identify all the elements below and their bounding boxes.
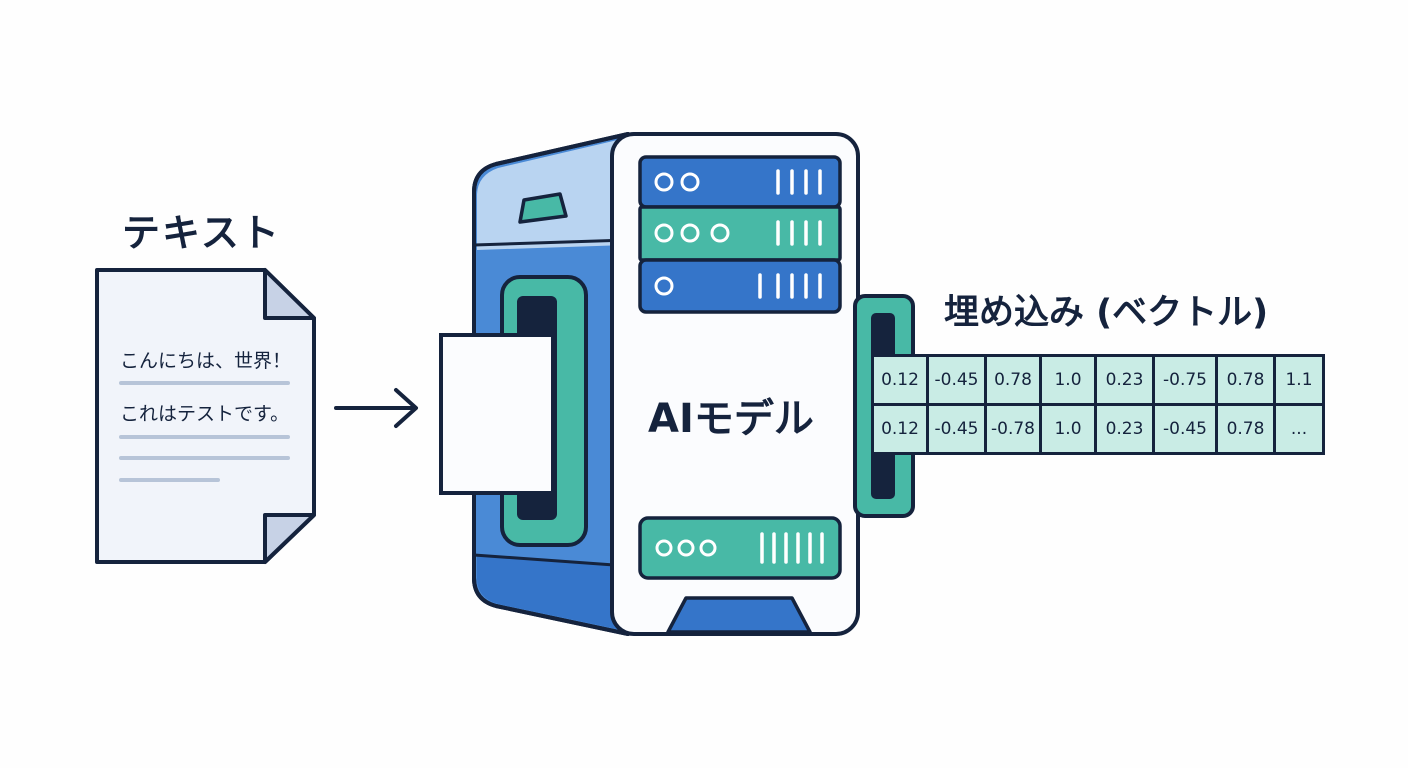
document-line-2: これはテストです。 xyxy=(120,403,290,425)
rack-unit xyxy=(638,205,842,262)
embedding-label: 埋め込み (ベクトル) xyxy=(944,293,1269,333)
vector-cell: 0.78 xyxy=(1215,403,1276,455)
vector-cell: ... xyxy=(1273,403,1325,455)
vector-cell: 0.23 xyxy=(1094,403,1155,455)
arrow-right-icon xyxy=(334,388,418,428)
rack-unit xyxy=(638,155,842,209)
vector-cell: 0.12 xyxy=(871,354,929,406)
document-text-lines xyxy=(119,381,290,482)
vector-cell: -0.75 xyxy=(1152,354,1218,406)
vector-cell: -0.78 xyxy=(984,403,1042,455)
vector-cell: 0.12 xyxy=(871,403,929,455)
vector-cell: 1.0 xyxy=(1039,403,1097,455)
vector-cell: -0.45 xyxy=(1152,403,1218,455)
embedding-vector-table: 0.12 -0.45 0.78 1.0 0.23 -0.75 0.78 1.1 … xyxy=(871,354,1325,455)
vector-cell: 1.1 xyxy=(1273,354,1325,406)
rack-unit xyxy=(638,516,842,580)
text-label: テキスト xyxy=(122,211,281,255)
vector-row: 0.12 -0.45 0.78 1.0 0.23 -0.75 0.78 1.1 xyxy=(871,354,1325,406)
model-label: AIモデル xyxy=(648,396,814,442)
document-line-1: こんにちは、世界！ xyxy=(120,350,292,372)
vector-cell: -0.45 xyxy=(926,354,987,406)
document-icon xyxy=(95,268,316,564)
vector-cell: 1.0 xyxy=(1039,354,1097,406)
vector-row: 0.12 -0.45 -0.78 1.0 0.23 -0.45 0.78 ... xyxy=(871,403,1325,455)
vector-cell: -0.45 xyxy=(926,403,987,455)
input-paper xyxy=(439,333,555,495)
rack-unit xyxy=(638,258,842,314)
vector-cell: 0.78 xyxy=(984,354,1042,406)
vector-cell: 0.23 xyxy=(1094,354,1155,406)
vector-cell: 0.78 xyxy=(1215,354,1276,406)
